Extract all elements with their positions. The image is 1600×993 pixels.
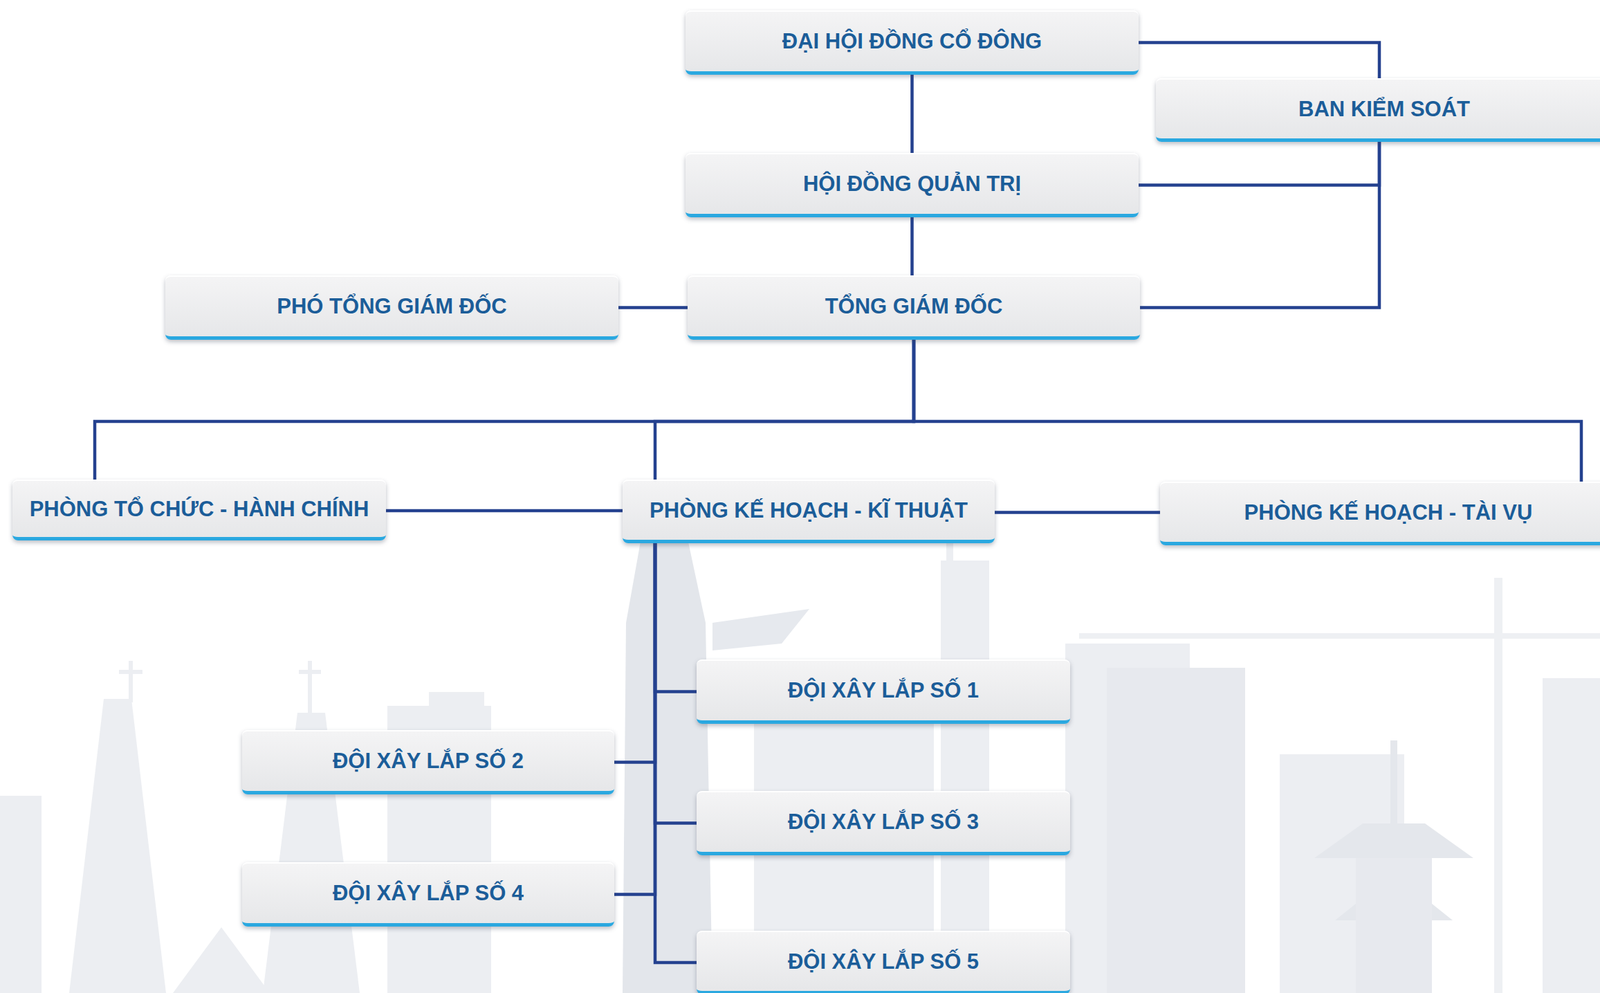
connector-line	[614, 543, 656, 895]
skyline-shapes	[0, 498, 1600, 993]
box-label: ĐỘI XÂY LẮP SỐ 5	[787, 949, 979, 974]
antenna	[946, 539, 954, 568]
helipad	[712, 608, 810, 651]
pagoda-roof	[1314, 823, 1474, 858]
building	[0, 795, 42, 993]
org-box: ĐỘI XÂY LẮP SỐ 5	[696, 930, 1071, 993]
connector-line	[94, 339, 914, 480]
spire	[69, 698, 167, 993]
org-box: PHÒNG KẾ HOẠCH - KĨ THUẬT	[622, 479, 995, 544]
building	[428, 691, 485, 710]
box-label: TỔNG GIÁM ĐỐC	[825, 293, 1004, 319]
org-box: PHÒNG TỔ CHỨC - HÀNH CHÍNH	[12, 479, 386, 541]
connector-line	[910, 74, 914, 153]
cross	[307, 660, 312, 716]
org-box: ĐỘI XÂY LẮP SỐ 4	[242, 861, 615, 927]
box-label: ĐỘI XÂY LẮP SỐ 4	[332, 880, 524, 906]
org-box: PHÒNG KẾ HOẠCH - TÀI VỤ	[1160, 481, 1600, 546]
connector-line	[1138, 141, 1380, 186]
building	[940, 560, 990, 993]
box-label: PHÒNG KẾ HOẠCH - TÀI VỤ	[1244, 500, 1533, 526]
building	[1106, 667, 1246, 993]
org-box: BAN KIỂM SOÁT	[1155, 78, 1600, 142]
building	[1542, 677, 1600, 993]
box-label: BAN KIỂM SOÁT	[1298, 96, 1470, 122]
connector-line	[655, 543, 697, 963]
pagoda-body	[1355, 857, 1432, 993]
cross	[128, 660, 133, 703]
crane-arm	[1079, 632, 1600, 639]
roof	[172, 926, 270, 993]
connector-line	[910, 217, 914, 276]
box-label: PHÒNG KẾ HOẠCH - KĨ THUẬT	[649, 498, 968, 523]
org-box: ĐỘI XÂY LẮP SỐ 1	[696, 659, 1071, 724]
cross	[298, 669, 321, 674]
connector-line	[655, 543, 697, 824]
box-label: PHÒNG TỔ CHỨC - HÀNH CHÍNH	[29, 496, 370, 522]
connector-line	[1139, 141, 1380, 308]
connector-line	[655, 339, 914, 480]
box-label: PHÓ TỔNG GIÁM ĐỐC	[276, 293, 507, 319]
box-label: HỘI ĐỒNG QUẢN TRỊ	[803, 171, 1022, 197]
crane-mast	[1494, 577, 1503, 993]
org-box: ĐỘI XÂY LẮP SỐ 3	[696, 790, 1071, 855]
connector-line	[1138, 42, 1380, 79]
tower	[622, 498, 713, 993]
org-box: HỘI ĐỒNG QUẢN TRỊ	[685, 152, 1139, 218]
pagoda-spire	[1390, 740, 1398, 824]
org-box: TỔNG GIÁM ĐỐC	[687, 275, 1140, 340]
box-label: ĐẠI HỘI ĐỒNG CỔ ĐÔNG	[782, 29, 1042, 54]
connector-line	[994, 510, 1161, 514]
box-label: ĐỘI XÂY LẮP SỐ 3	[787, 809, 979, 835]
box-label: ĐỘI XÂY LẮP SỐ 2	[332, 748, 524, 774]
cross	[118, 669, 143, 674]
org-box: ĐỘI XÂY LẮP SỐ 2	[242, 729, 615, 795]
connector-line	[614, 543, 656, 763]
connector-line	[913, 339, 1582, 482]
box-label: ĐỘI XÂY LẮP SỐ 1	[787, 677, 979, 703]
org-box: ĐẠI HỘI ĐỒNG CỔ ĐÔNG	[685, 10, 1139, 75]
connector-line	[655, 543, 697, 692]
connector-line	[385, 509, 623, 513]
connector-line	[618, 305, 688, 310]
org-box: PHÓ TỔNG GIÁM ĐỐC	[165, 275, 619, 340]
